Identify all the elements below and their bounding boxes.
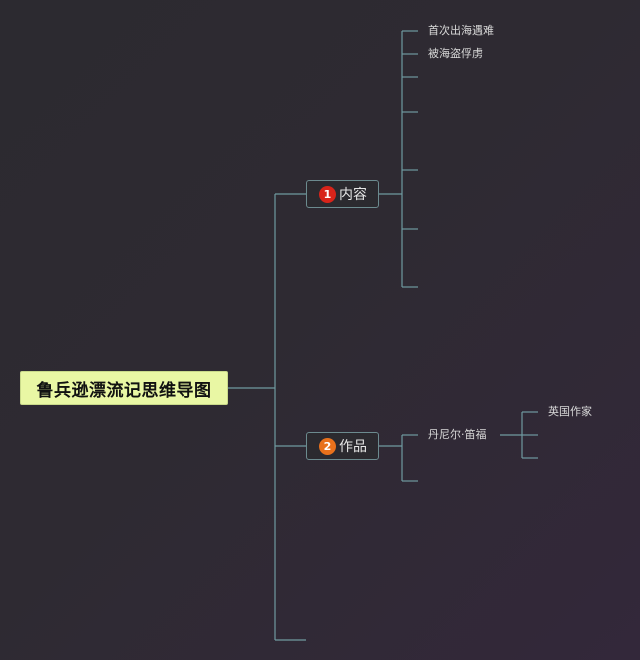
leaf-topic[interactable]: 英国作家: [548, 405, 592, 418]
priority-1-marker-icon: 1: [319, 185, 336, 203]
leaf-topic[interactable]: 首次出海遇难: [428, 24, 494, 37]
root-topic[interactable]: 鲁兵逊漂流记思维导图: [20, 371, 228, 405]
priority-2-marker-icon: 2: [319, 437, 336, 455]
branch-label: 作品: [339, 439, 367, 455]
branch-topic-works[interactable]: 2 作品: [306, 432, 379, 460]
branch-label: 内容: [339, 187, 367, 203]
branch-topic-content[interactable]: 1 内容: [306, 180, 379, 208]
leaf-topic-author[interactable]: 丹尼尔·笛福: [428, 428, 487, 441]
leaf-topic[interactable]: 被海盗俘虏: [428, 47, 483, 60]
